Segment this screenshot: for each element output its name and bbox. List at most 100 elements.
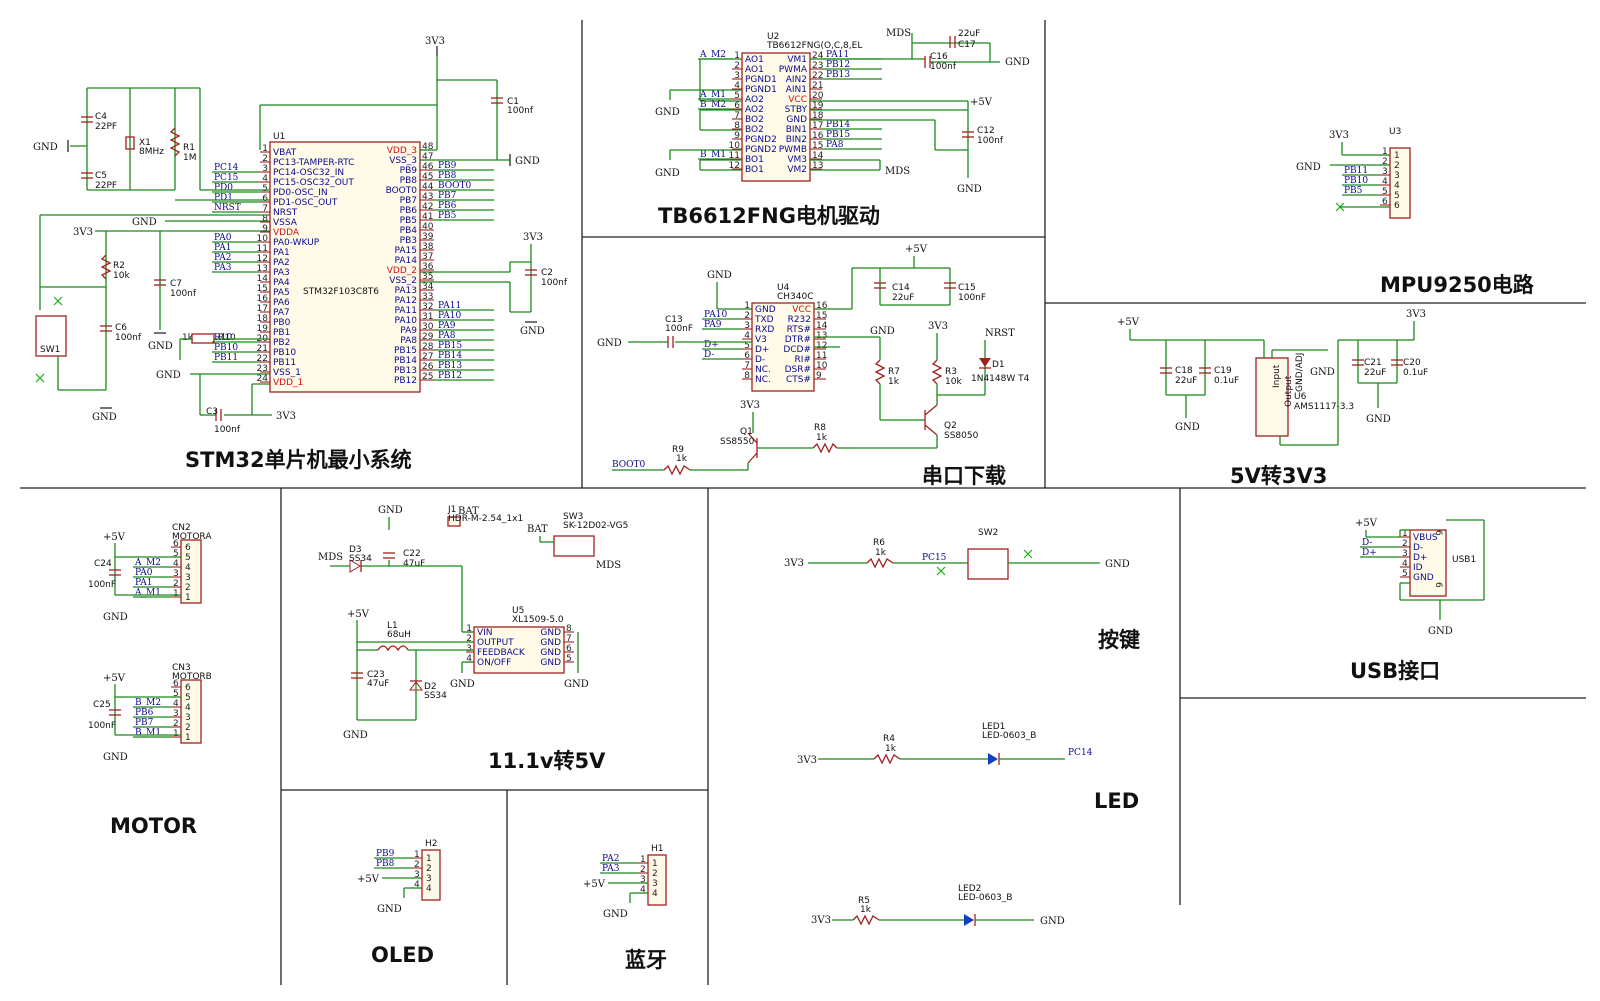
section-dividers [20, 20, 1586, 985]
c18-capacitor[interactable]: C18 22uF [1160, 366, 1197, 386]
r9-resistor[interactable]: R9 1k [663, 445, 691, 476]
xl1509-chip[interactable] [473, 626, 565, 674]
c3-capacitor[interactable]: C3 100nf [206, 407, 241, 435]
c6-capacitor[interactable]: C6 100nf [100, 323, 142, 343]
c25-capacitor[interactable]: C25 100nF [88, 700, 121, 731]
stm32-net-label: PA8 [438, 331, 456, 341]
oled-header[interactable] [421, 849, 441, 901]
j1-connector[interactable]: J1 HDR-M-2.54_1x1 [447, 505, 523, 527]
tb6612-pin-name: AO1 [745, 55, 764, 65]
c2-capacitor[interactable]: C2 100nf [525, 268, 568, 288]
c21-capacitor[interactable]: C21 22uF [1352, 358, 1386, 378]
tb6612-net-label: B_M2 [700, 100, 726, 110]
c14-capacitor[interactable]: C14 22uF [874, 282, 914, 303]
tb6612-chip[interactable] [741, 52, 811, 182]
c5-capacitor[interactable]: C5 22PF [81, 171, 117, 191]
c13-capacitor[interactable]: C13 100nF [665, 315, 693, 348]
motorb-net-label: PB7 [135, 718, 154, 728]
tb6612-pin-number: 20 [812, 91, 824, 101]
tb6612-pin-number: 19 [812, 101, 824, 111]
xl1509-pin-number: 6 [566, 644, 572, 654]
ch340-gnd-top: GND [707, 270, 732, 281]
d3-diode[interactable]: D3 SS34 [349, 545, 372, 573]
r4-resistor[interactable]: R4 1k [873, 734, 901, 765]
r2-resistor[interactable]: R2 10k [100, 254, 130, 281]
d1-diode[interactable]: D1 1N4148W T4 [971, 358, 1030, 384]
r1-resistor[interactable]: R1 1M [169, 127, 197, 163]
c23-capacitor[interactable]: C23 47uF [351, 670, 389, 689]
stm32-pin-number: 36 [422, 262, 434, 272]
c7-capacitor[interactable]: C7 100nf [154, 279, 197, 299]
ch340-pin-name: RTS# [787, 325, 811, 335]
ch340-pin-name: D+ [755, 345, 769, 355]
tb6612-pin-number: 10 [729, 141, 741, 151]
c1-capacitor[interactable]: C1 100nf [491, 97, 534, 116]
c12-capacitor[interactable]: C12 100nf [962, 126, 1004, 146]
r2-label: R2 [113, 261, 125, 271]
r5-resistor[interactable]: R5 1k [852, 896, 880, 926]
mpu9250-header[interactable] [1389, 147, 1411, 219]
q2-transistor[interactable]: Q2 SS8050 [924, 404, 979, 441]
c22-capacitor[interactable]: C22 47uF [383, 549, 425, 569]
c17-capacitor[interactable]: 22uF C17 [949, 29, 980, 50]
c4-capacitor[interactable]: C4 22PF [81, 112, 117, 132]
c15-capacitor[interactable]: C15 100nF [944, 282, 986, 303]
stm32-pin-number: 3 [262, 164, 268, 174]
stm32-net-label: PB15 [438, 341, 462, 351]
ch340-pin-name: GND [755, 305, 776, 315]
c19-capacitor[interactable]: C19 0.1uF [1199, 366, 1239, 386]
r8-resistor[interactable]: R8 1k [812, 423, 838, 454]
r7-resistor[interactable]: R7 1k [874, 359, 900, 387]
d2-diode[interactable]: D2 SS34 [409, 680, 447, 701]
c24-capacitor[interactable]: C24 100nF [88, 559, 121, 590]
c4-value: 22PF [95, 122, 117, 132]
ch340-chip[interactable] [751, 302, 815, 392]
c12-value: 100nf [977, 136, 1004, 146]
motora-pin-number: 2 [173, 579, 179, 589]
bluetooth-header[interactable] [647, 854, 667, 906]
r10-resistor[interactable]: R10 1k [182, 333, 236, 344]
r4-value: 1k [885, 744, 897, 754]
tb6612-net-label: PB13 [826, 70, 850, 80]
buck-mds: MDS [318, 552, 343, 563]
sw1-reset-button[interactable]: SW1 [35, 315, 67, 357]
sw2-key-switch[interactable]: SW2 [967, 528, 1009, 580]
sw3-value: SK-12D02-VG5 [563, 521, 628, 531]
r3-resistor[interactable]: R3 10k [931, 359, 962, 387]
x1-crystal[interactable]: X1 8MHz [125, 136, 164, 157]
led2-3v3: 3V3 [811, 915, 831, 926]
stm32-pin-name: PD0-OSC_IN [273, 188, 328, 198]
stm32-ref: U1 [273, 132, 285, 142]
sw3-switch[interactable]: SW3 SK-12D02-VG5 [553, 512, 628, 557]
c20-capacitor[interactable]: C20 0.1uF [1391, 358, 1428, 378]
stm32-3v3-bottom: 3V3 [276, 411, 296, 422]
motorb-connector[interactable] [180, 679, 202, 744]
stm32-pin-name: PA14 [395, 256, 418, 266]
key-gnd: GND [1105, 559, 1130, 570]
stm32-pin-name: PB9 [400, 166, 418, 176]
usb-connector[interactable] [1409, 529, 1447, 597]
stm32-chip[interactable] [269, 141, 421, 393]
motorb-pin-index: 6 [185, 683, 191, 693]
r3-value: 10k [945, 377, 962, 387]
c16-value: 100nf [930, 62, 957, 72]
r6-resistor[interactable]: R6 1k [866, 538, 894, 569]
motora-connector[interactable] [180, 539, 202, 604]
q1-transistor[interactable]: Q1 SS8550 [720, 427, 758, 464]
motorb-pin-index: 4 [185, 703, 191, 713]
stm32-pin-number: 45 [422, 172, 433, 182]
stm32-net-label: PA1 [214, 243, 231, 253]
stm32-pin-name: PB6 [400, 206, 418, 216]
c16-capacitor[interactable]: C16 100nf [924, 52, 957, 72]
l1-inductor[interactable]: L1 68uH [377, 621, 411, 652]
ldo-part: AMS1117-3.3 [1294, 402, 1354, 412]
